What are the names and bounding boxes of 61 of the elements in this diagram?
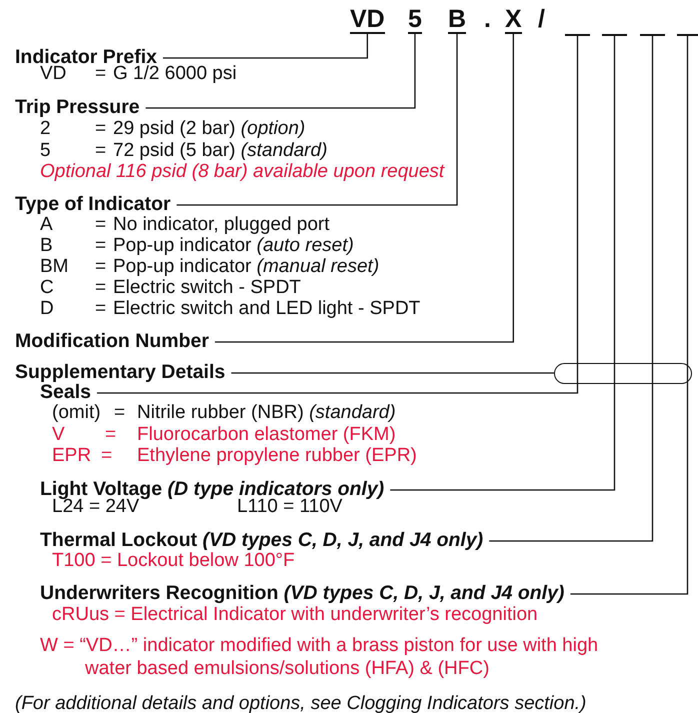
leader-line	[489, 36, 654, 542]
option-description: No indicator, plugged port	[113, 214, 330, 236]
option-description: Nitrile rubber (NBR) (standard)	[137, 402, 396, 424]
option-description: Electric switch and LED light - SPDT	[113, 298, 420, 320]
option-description: 72 psid (5 bar) (standard)	[113, 140, 328, 162]
option-description: 29 psid (2 bar) (option)	[113, 118, 306, 140]
equals-sign: =	[95, 140, 106, 162]
option-code: C	[40, 277, 54, 299]
option-description: cRUus = Electrical Indicator with underwriter’s recognition	[52, 604, 538, 626]
option-description: Pop-up indicator (auto reset)	[113, 235, 354, 257]
option-description: T100 = Lockout below 100°F	[52, 550, 295, 572]
section-heading: Trip Pressure	[15, 96, 140, 118]
code-segment: X	[505, 6, 522, 34]
option-code: (omit)	[52, 402, 101, 424]
leader-line	[146, 34, 416, 109]
option-description: G 1/2 6000 psi	[113, 63, 237, 85]
note: Optional 116 psid (8 bar) available upon request	[40, 161, 444, 183]
leader-line	[214, 34, 514, 343]
code-segment: B	[448, 6, 466, 34]
leader-line	[162, 34, 368, 59]
note: W = “VD…” indicator modified with a brass piston for use with high water based emulsions/solutions (HFA) & (HFC)	[40, 634, 600, 680]
equals-sign: =	[95, 214, 106, 236]
code-segment: VD	[350, 6, 385, 34]
equals-sign: =	[95, 63, 106, 85]
option-code: BM	[40, 256, 68, 278]
option-description: Pop-up indicator (manual reset)	[113, 256, 380, 278]
code-separator: /	[538, 6, 545, 32]
option-code: VD	[40, 63, 66, 85]
leader-line	[570, 36, 688, 595]
option-code: 2	[40, 118, 51, 140]
leader-line	[96, 36, 578, 394]
footnote: (For additional details and options, see Clogging Indicators section.)	[15, 693, 586, 713]
option-code: V	[52, 424, 65, 446]
equals-sign: =	[95, 235, 106, 257]
option-code: D	[40, 298, 54, 320]
equals-sign: =	[95, 298, 106, 320]
equals-sign: =	[95, 277, 106, 299]
section-heading: Thermal Lockout (VD types C, D, J, and J4 only)	[40, 529, 484, 551]
option-code: EPR	[52, 445, 92, 467]
leader-line	[176, 34, 458, 206]
equals-sign: =	[105, 424, 116, 446]
equals-sign: =	[114, 402, 126, 424]
section-heading: Modification Number	[15, 330, 209, 352]
option-code: B	[40, 235, 53, 257]
option-code: A	[40, 214, 53, 236]
leader-line	[390, 36, 616, 491]
section-heading: Type of Indicator	[15, 193, 171, 215]
code-segment: 5	[408, 6, 422, 34]
option-description: Electric switch - SPDT	[113, 277, 301, 299]
equals-sign: =	[95, 256, 106, 278]
option-code: 5	[40, 140, 51, 162]
section-heading: Seals	[40, 381, 91, 403]
equals-sign: =	[95, 118, 106, 140]
section-heading: Supplementary Details	[15, 361, 226, 383]
option-description: Ethylene propylene rubber (EPR)	[137, 445, 417, 467]
code-separator: .	[484, 6, 491, 32]
grouping-capsule	[554, 363, 692, 384]
leader-line	[231, 372, 554, 374]
section-heading: Underwriters Recognition (VD types C, D, J, and J4 only)	[40, 582, 564, 604]
equals-sign: =	[101, 445, 112, 467]
option-description: Fluorocarbon elastomer (FKM)	[137, 424, 396, 446]
